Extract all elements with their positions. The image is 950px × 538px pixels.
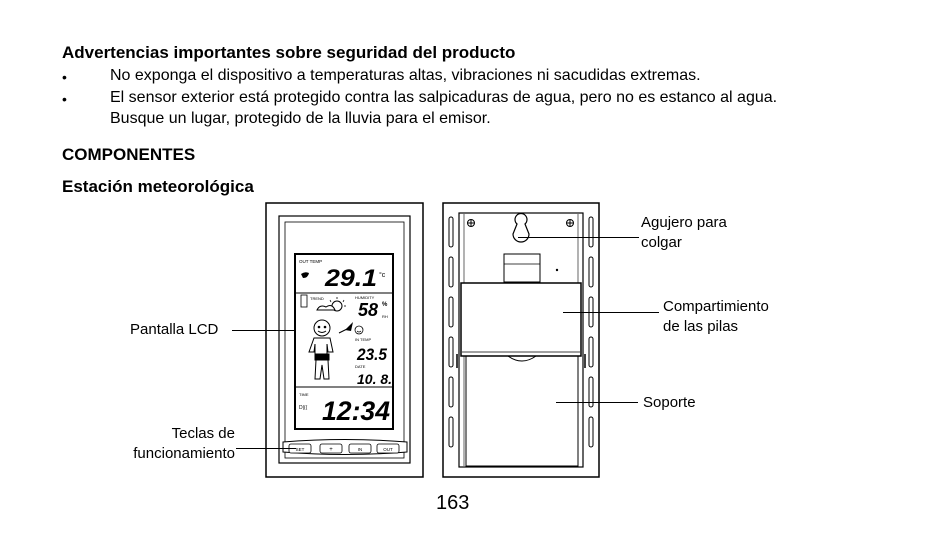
keys-leader-line xyxy=(236,448,296,449)
battery-leader-line xyxy=(563,312,659,313)
lcd-date-label: DATE xyxy=(355,364,366,369)
page-number: 163 xyxy=(436,492,470,514)
lcd-humidity-unit: % xyxy=(382,302,388,308)
battery-callout-line2: de las pilas xyxy=(663,318,739,335)
hole-callout-line2: colgar xyxy=(641,234,682,251)
out-button-label: OUT xyxy=(383,447,393,452)
lcd-temp-unit: °c xyxy=(379,271,386,279)
station-back-illustration xyxy=(442,202,600,478)
safety-bullet-1: No exponga el dispositivo a temperaturas… xyxy=(110,67,701,84)
lcd-callout: Pantalla LCD xyxy=(130,321,219,338)
set-button-label: SET xyxy=(296,447,305,452)
lcd-out-temp-label: OUT TEMP xyxy=(299,259,322,264)
lcd-time-value: 12:34 xyxy=(322,396,390,426)
smiley-icon xyxy=(354,325,364,335)
lcd-time-label: TIME xyxy=(299,392,309,397)
stand xyxy=(465,355,579,467)
battery-callout-line1: Compartimiento xyxy=(663,298,769,315)
in-button[interactable] xyxy=(348,443,372,454)
lcd-humidity-value: 58 xyxy=(358,300,378,320)
keys-callout-line1: Teclas de xyxy=(171,425,235,442)
plus-button[interactable] xyxy=(319,443,343,454)
trend-arrow-icon xyxy=(300,294,308,308)
lcd-trend-label: TREND xyxy=(310,296,324,301)
out-button[interactable] xyxy=(376,443,400,454)
screw-icon xyxy=(467,219,574,227)
lcd-in-temp-value: 23.5 xyxy=(356,345,387,364)
hole-callout-line1: Agujero para xyxy=(641,214,727,231)
stand-leader-line xyxy=(556,402,638,403)
lcd-date-value: 10. 8. xyxy=(357,371,392,387)
in-button-label: IN xyxy=(358,447,363,452)
wind-icon xyxy=(338,322,353,334)
bullet-icon: • xyxy=(62,91,67,107)
lcd-out-temp-value: 29.1 xyxy=(324,265,377,292)
leaf-icon xyxy=(301,272,309,278)
safety-bullet-2: El sensor exterior está protegido contra… xyxy=(110,89,778,127)
plus-button-label: + xyxy=(329,447,333,453)
hanging-hole-icon xyxy=(512,213,530,243)
lcd-humidity-rh: RH xyxy=(382,314,388,319)
lcd-humidity-label: HUMIDITY xyxy=(355,295,375,300)
components-heading: COMPONENTES xyxy=(62,145,196,164)
weather-boy-icon xyxy=(308,319,334,380)
lcd-leader-line xyxy=(232,330,296,331)
station-subheading: Estación meteorológica xyxy=(62,177,254,196)
hole-leader-line xyxy=(518,237,639,238)
bullet-icon: • xyxy=(62,69,67,85)
keys-callout-line2: funcionamiento xyxy=(133,445,235,462)
station-front-illustration: OUT TEMP 29.1 °c TREND HUMIDITY 58 % RH … xyxy=(265,202,424,478)
sun-cloud-icon xyxy=(316,297,346,312)
safety-heading: Advertencias importantes sobre seguridad… xyxy=(62,43,516,62)
lcd-in-temp-label: IN TEMP xyxy=(355,337,371,342)
battery-compartment xyxy=(460,282,582,357)
stand-callout: Soporte xyxy=(643,394,696,411)
radio-signal-icon: D|(( xyxy=(299,405,308,411)
